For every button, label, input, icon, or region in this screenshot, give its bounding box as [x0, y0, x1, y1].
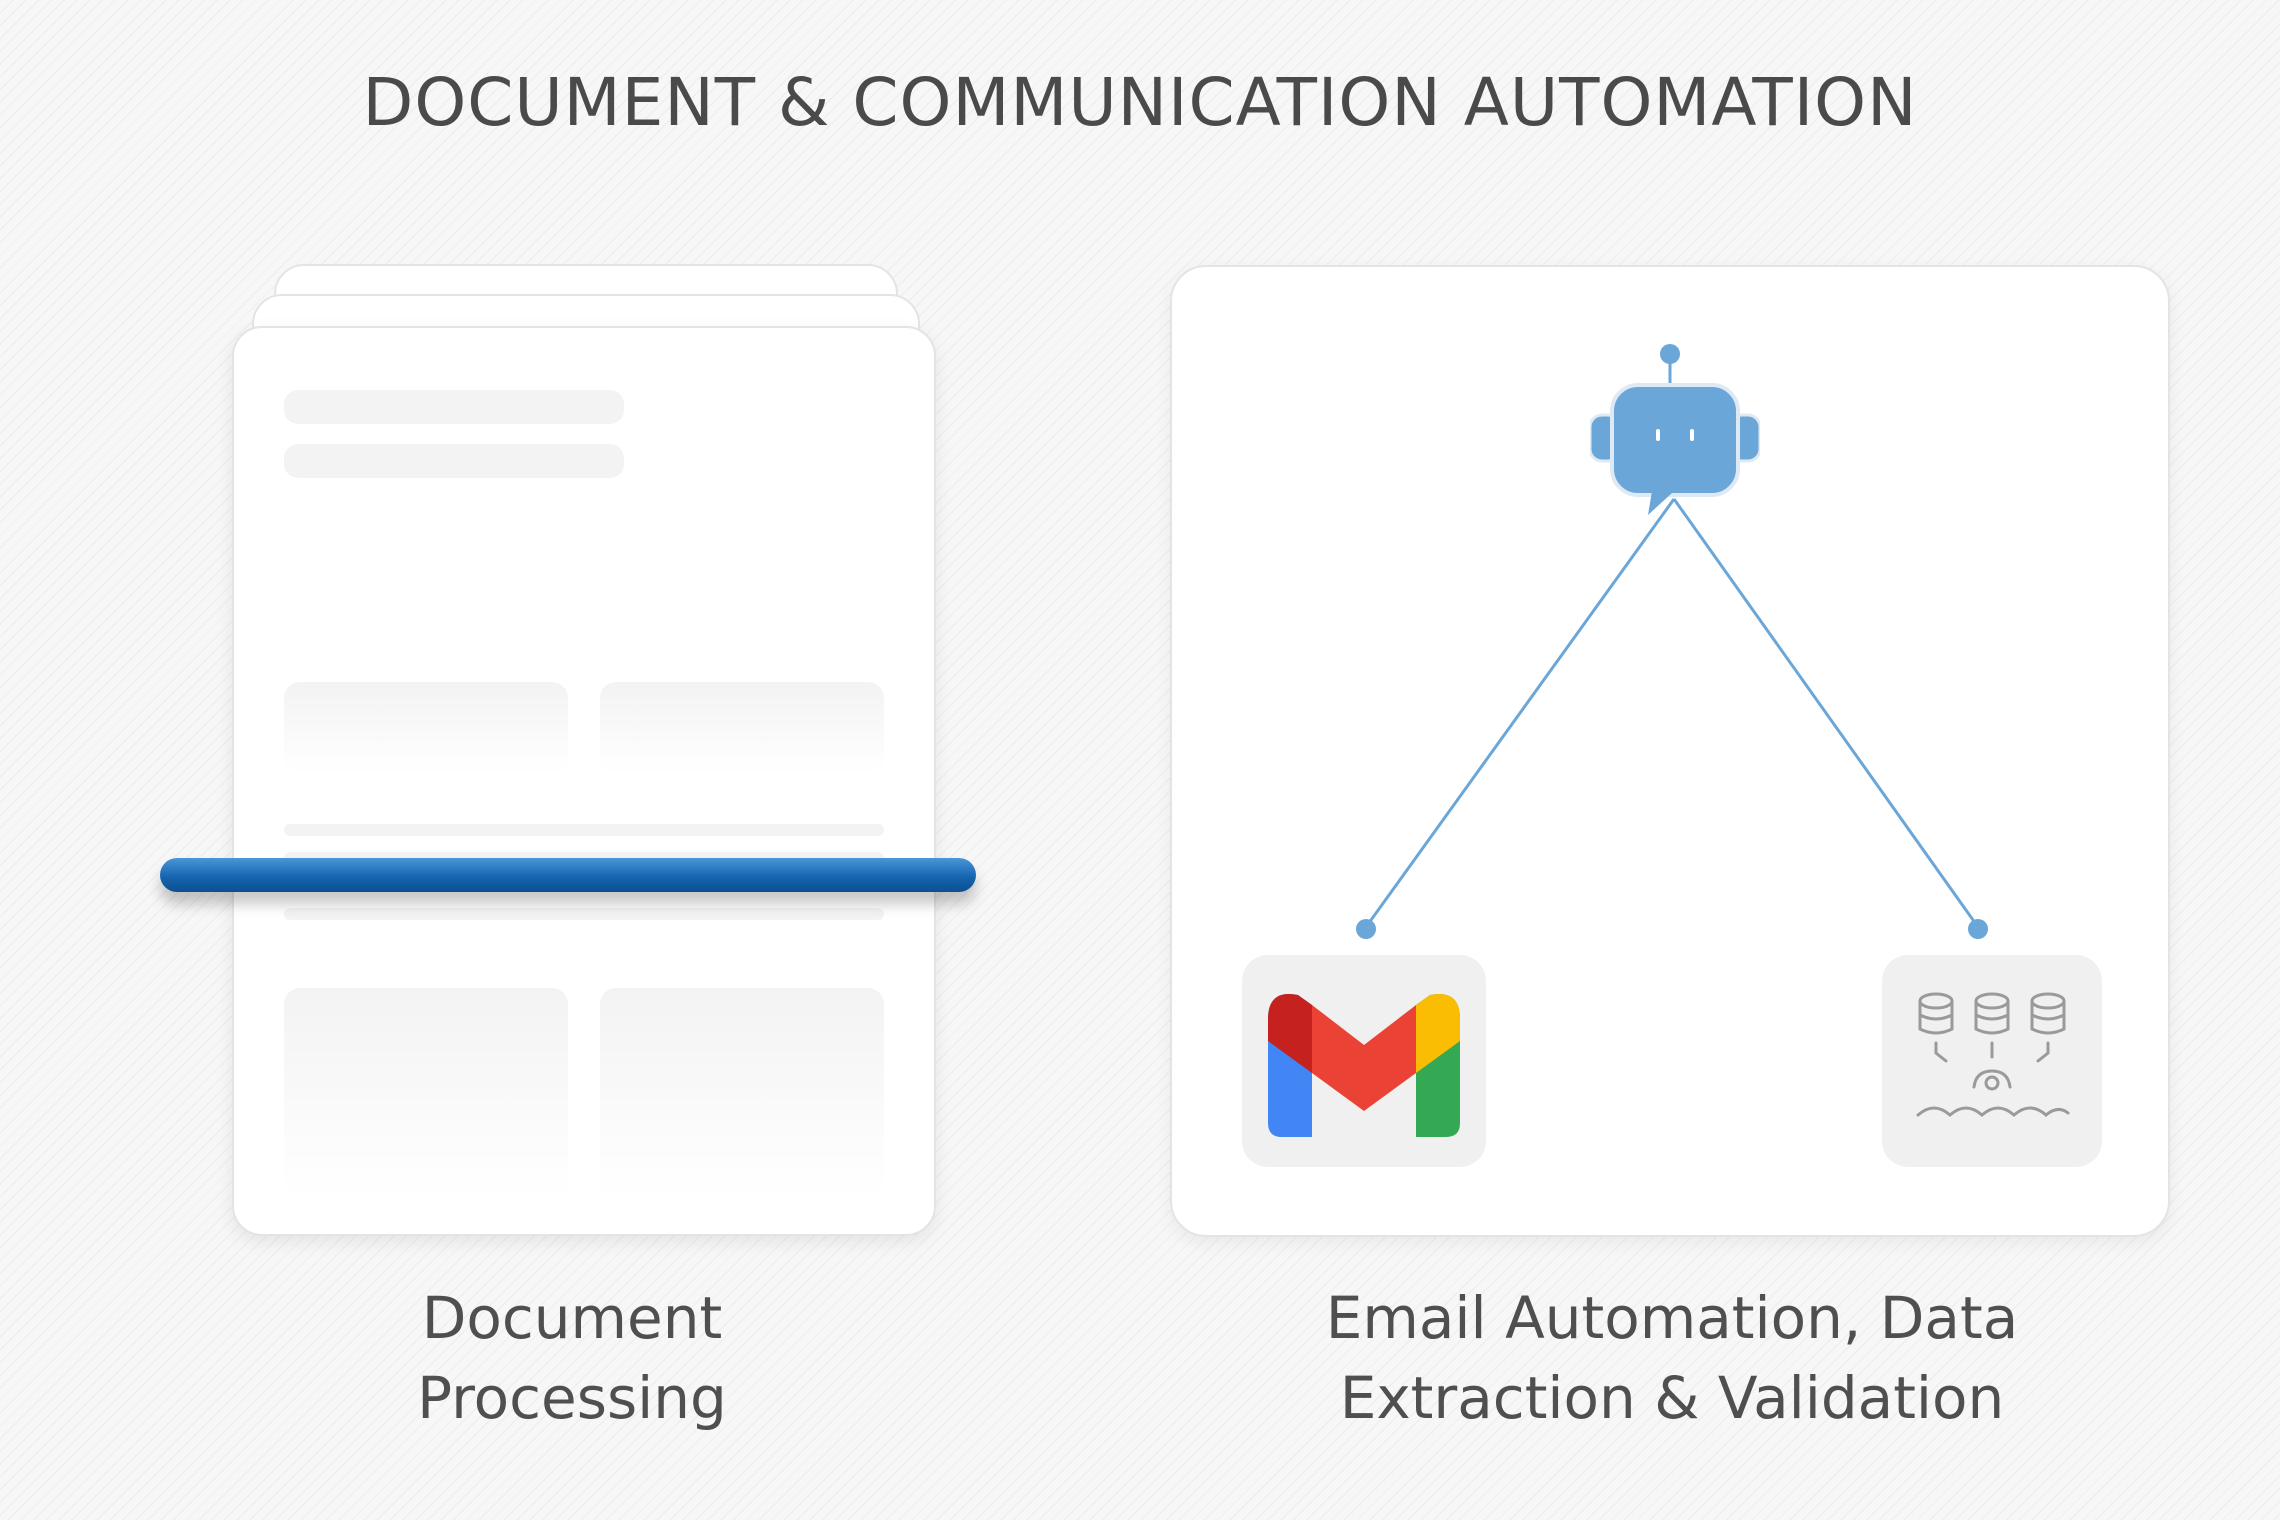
- scanner-bar: [160, 858, 976, 892]
- placeholder-line: [284, 390, 624, 424]
- placeholder-block: [284, 682, 568, 774]
- left-caption: Document Processing: [232, 1278, 912, 1438]
- placeholder-line: [284, 908, 884, 920]
- right-caption: Email Automation, Data Extraction & Vali…: [1232, 1278, 2112, 1438]
- placeholder-block: [284, 988, 568, 1198]
- database-extraction-icon: [1916, 992, 2070, 1117]
- connector-left-dot: [1356, 919, 1376, 939]
- document-sheet-front: [232, 326, 936, 1236]
- flow-connectors: [1356, 344, 1988, 939]
- placeholder-block: [600, 682, 884, 774]
- robot-chat-icon: [1590, 383, 1760, 515]
- left-caption-line-1: Document: [421, 1284, 723, 1352]
- placeholder-line: [284, 444, 624, 478]
- placeholder-line: [284, 824, 884, 836]
- document-stack-illustration: [232, 262, 936, 1238]
- automation-flow-card: [1170, 265, 2170, 1237]
- connector-left: [1364, 498, 1676, 928]
- gmail-icon: [1268, 994, 1460, 1137]
- gmail-tile: [1242, 955, 1486, 1167]
- antenna-dot: [1660, 344, 1680, 364]
- left-caption-line-2: Processing: [417, 1364, 727, 1432]
- database-tile: [1882, 955, 2102, 1167]
- placeholder-block: [600, 988, 884, 1198]
- right-caption-line-1: Email Automation, Data: [1325, 1284, 2019, 1352]
- connector-right: [1672, 498, 1980, 928]
- connector-right-dot: [1968, 919, 1988, 939]
- right-caption-line-2: Extraction & Validation: [1339, 1364, 2005, 1432]
- page-title: DOCUMENT & COMMUNICATION AUTOMATION: [362, 64, 1918, 141]
